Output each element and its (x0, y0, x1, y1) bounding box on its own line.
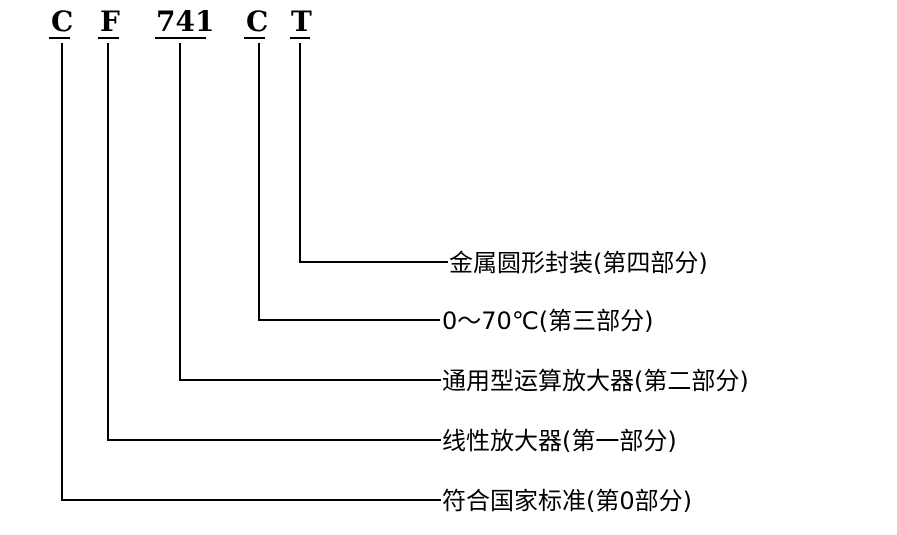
label-part-3: 0～70℃(第三部分) (442, 307, 654, 335)
label-part-4: 金属圆形封装(第四部分) (449, 249, 708, 277)
code-part-4: T (291, 5, 312, 38)
label-part-2: 通用型运算放大器(第二部分) (442, 367, 749, 395)
label-part-1: 线性放大器(第一部分) (442, 427, 677, 455)
code-part-0: C (51, 5, 73, 38)
leader-line-part-3 (258, 43, 440, 321)
code-part-1: F (100, 5, 120, 38)
code-part-3: C (246, 5, 268, 38)
leader-line-part-0 (61, 43, 441, 501)
leader-line-part-4 (299, 43, 448, 263)
label-part-0: 符合国家标准(第0部分) (442, 487, 692, 515)
leader-line-part-1 (107, 43, 441, 441)
code-part-2: 741 (156, 5, 214, 38)
leader-line-part-2 (179, 43, 441, 381)
